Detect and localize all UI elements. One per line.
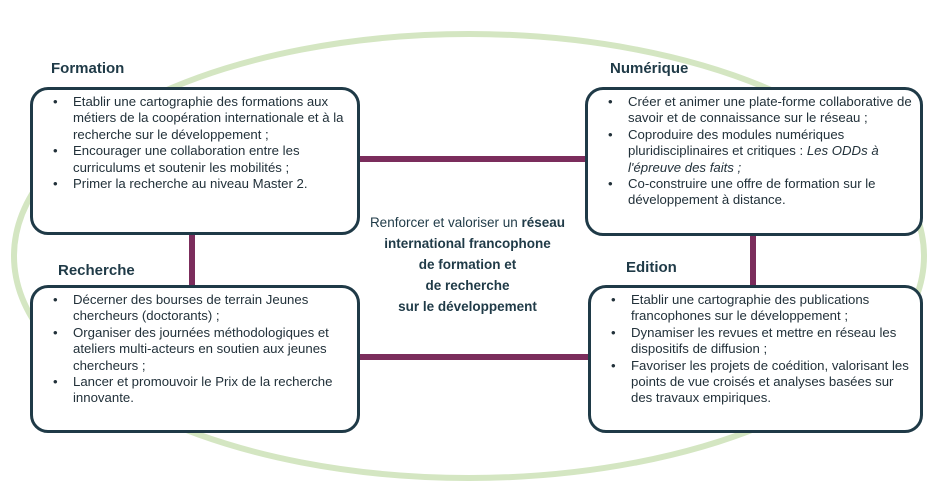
recherche-title: Recherche bbox=[58, 262, 135, 279]
list-item: Encourager une collaboration entre les c… bbox=[53, 143, 349, 176]
list-item: Coproduire des modules numériques plurid… bbox=[608, 126, 912, 176]
edition-list: Etablir une cartographie des publication… bbox=[595, 292, 912, 407]
list-item: Décerner des bourses de terrain Jeunes c… bbox=[53, 292, 349, 325]
central-line-5: sur le développement bbox=[398, 299, 537, 314]
central-line-2: international francophone bbox=[384, 236, 551, 251]
numerique-box: Créer et animer une plate-forme collabor… bbox=[585, 87, 923, 236]
central-line-3: de formation et bbox=[418, 257, 517, 272]
formation-list: Etablir une cartographie des formations … bbox=[37, 94, 349, 193]
formation-title: Formation bbox=[51, 60, 125, 77]
list-item: Etablir une cartographie des publication… bbox=[611, 292, 912, 325]
list-item: Primer la recherche au niveau Master 2. bbox=[53, 176, 349, 193]
item-text: Coproduire des modules numériques plurid… bbox=[628, 126, 845, 159]
list-item: Co-construire une offre de formation sur… bbox=[608, 176, 912, 209]
central-statement: Renforcer et valoriser un réseau interna… bbox=[355, 212, 580, 317]
edition-box: Etablir une cartographie des publication… bbox=[588, 285, 923, 433]
edition-title: Edition bbox=[626, 259, 677, 276]
list-item: Favoriser les projets de coédition, valo… bbox=[611, 358, 912, 407]
recherche-box: Décerner des bourses de terrain Jeunes c… bbox=[30, 285, 360, 433]
list-item: Dynamiser les revues et mettre en réseau… bbox=[611, 325, 912, 358]
list-item: Lancer et promouvoir le Prix de la reche… bbox=[53, 374, 349, 407]
central-line-1: Renforcer et valoriser un réseau bbox=[355, 212, 580, 233]
item-italic-title: Les ODDs à l'épreuve des faits ; bbox=[628, 143, 879, 175]
central-plain-text: Renforcer et valoriser un bbox=[369, 215, 522, 230]
formation-box: Etablir une cartographie des formations … bbox=[30, 87, 360, 235]
recherche-list: Décerner des bourses de terrain Jeunes c… bbox=[37, 292, 349, 407]
central-line-4: de recherche bbox=[425, 278, 510, 293]
list-item: Créer et animer une plate-forme collabor… bbox=[608, 94, 912, 127]
central-bold-text: réseau bbox=[521, 215, 566, 230]
numerique-list: Créer et animer une plate-forme collabor… bbox=[592, 94, 912, 209]
list-item: Etablir une cartographie des formations … bbox=[53, 94, 349, 143]
network-ellipse bbox=[11, 31, 927, 481]
numerique-title: Numérique bbox=[610, 60, 689, 77]
list-item: Organiser des journées méthodologiques e… bbox=[53, 325, 349, 374]
